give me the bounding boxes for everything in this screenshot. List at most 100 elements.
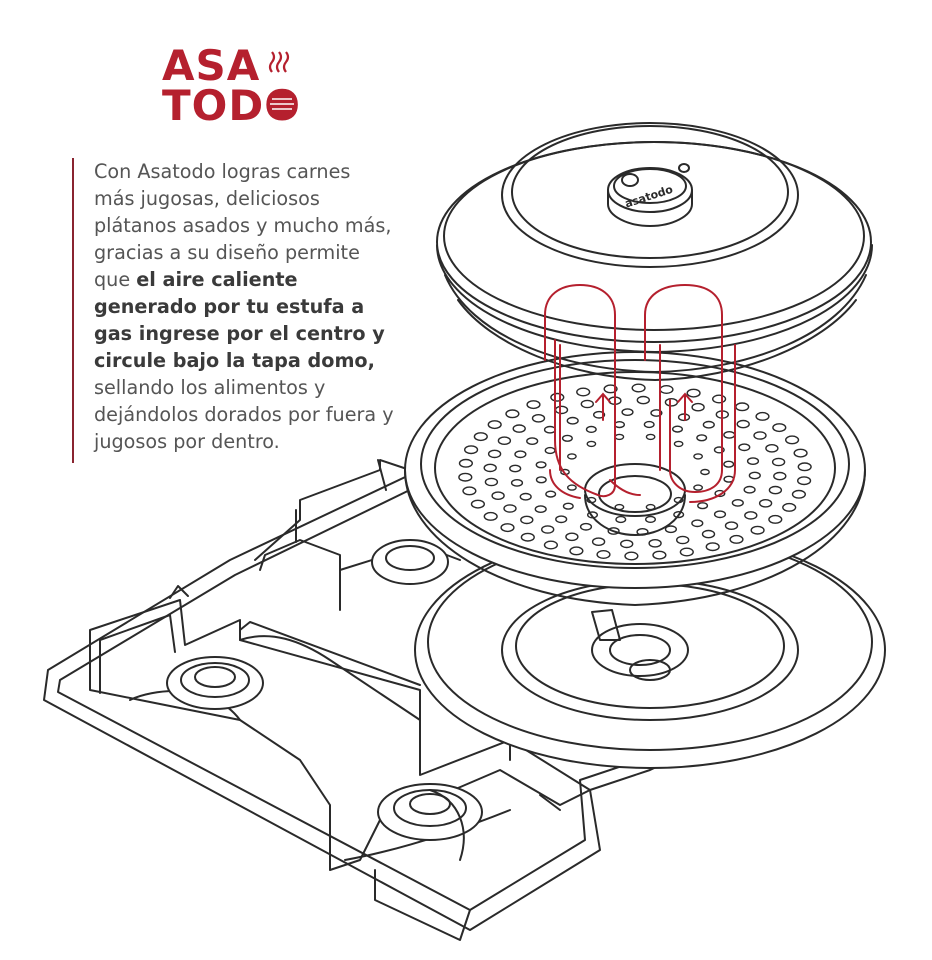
perforation-hole	[691, 519, 704, 528]
perforation-hole	[713, 510, 727, 519]
perforation-hole	[484, 477, 499, 487]
perforation-hole	[567, 453, 577, 460]
perforation-hole	[458, 458, 474, 468]
perforation-hole	[545, 490, 557, 498]
description-part2: sellando los alimentos y dejándolos dora…	[94, 376, 394, 453]
perforation-hole	[555, 515, 568, 524]
perforation-hole	[713, 446, 725, 454]
perforation-hole	[636, 528, 649, 536]
perforation-hole	[648, 539, 662, 548]
perforation-hole	[768, 514, 783, 524]
perforation-hole	[535, 476, 547, 484]
perforation-hole	[561, 434, 573, 442]
perforation-hole	[636, 395, 650, 405]
perforation-hole	[696, 434, 708, 442]
perforation-hole	[491, 491, 505, 501]
perforation-hole	[510, 478, 524, 487]
perforation-hole	[531, 413, 546, 423]
perforation-hole	[592, 410, 606, 419]
perforation-hole	[711, 394, 727, 404]
perforation-hole	[748, 471, 761, 480]
description-block: Con Asatodo logras carnes más jugosas, d…	[72, 158, 394, 463]
perforation-hole	[620, 539, 634, 549]
perforation-hole	[773, 471, 787, 481]
perforation-hole	[758, 498, 773, 508]
perforation-hole	[729, 534, 744, 544]
perforation-hole	[500, 523, 515, 533]
steam-icon	[268, 51, 290, 73]
airflow-arrows	[544, 283, 736, 503]
perforation-hole	[664, 525, 678, 534]
perforation-hole	[645, 433, 656, 441]
perforation-hole	[691, 402, 705, 412]
perforation-hole	[744, 511, 758, 520]
perforation-hole	[724, 521, 739, 531]
burner-front-right	[377, 783, 483, 861]
perforation-hole	[697, 502, 709, 510]
perforation-hole	[505, 409, 520, 419]
perforation-hole	[621, 408, 634, 416]
perforation-hole	[580, 399, 594, 409]
perforation-hole	[643, 420, 655, 429]
perforation-hole	[503, 504, 517, 513]
perforation-hole	[458, 472, 473, 482]
perforation-hole	[645, 515, 657, 524]
perforation-hole	[753, 431, 767, 440]
perforation-hole	[526, 437, 539, 445]
description-part1: Con Asatodo logras carnes más jugosas, d…	[94, 160, 392, 291]
perforation-hole	[672, 425, 684, 433]
perforation-hole	[567, 484, 577, 491]
perforation-hole	[784, 435, 800, 445]
perforation-hole	[487, 449, 502, 459]
brand-logo-svg: ASA TODO	[162, 41, 300, 130]
perforation-hole	[509, 464, 522, 473]
perforation-hole	[587, 511, 599, 519]
perforation-hole	[586, 440, 597, 448]
perforation-hole	[614, 503, 625, 511]
perforation-hole	[686, 388, 701, 398]
perforation-hole	[514, 450, 527, 459]
perforation-hole	[470, 499, 486, 509]
perforation-hole	[591, 537, 606, 547]
burner-rear-left	[371, 539, 449, 585]
perforation-hole	[607, 527, 620, 535]
burner-front-left	[166, 656, 264, 710]
perforation-hole	[603, 384, 618, 394]
perforation-holes	[458, 383, 812, 561]
perforation-hole	[679, 547, 694, 557]
perforation-hole	[550, 392, 565, 402]
perforation-hole	[693, 484, 703, 491]
perforation-hole	[483, 463, 497, 473]
perforation-hole	[462, 486, 477, 496]
perforation-hole	[624, 551, 639, 561]
perforation-hole	[487, 420, 502, 430]
dome-lid	[436, 122, 873, 381]
perforation-hole	[562, 502, 574, 510]
perforation-hole	[701, 529, 716, 539]
perforation-hole	[791, 489, 807, 499]
perforation-hole	[723, 460, 735, 468]
logo-line1: ASA	[162, 42, 260, 90]
perforation-hole	[714, 489, 726, 498]
perforation-hole	[782, 502, 797, 512]
perforation-hole	[673, 510, 685, 519]
perforation-hole	[705, 542, 720, 552]
perforation-hole	[645, 503, 656, 511]
perforation-hole	[652, 550, 667, 560]
perforation-hole	[676, 535, 690, 545]
perforation-hole	[569, 546, 584, 556]
perforation-hole	[520, 515, 534, 525]
stove-grate-front	[89, 585, 591, 941]
perforation-hole	[772, 423, 787, 433]
perforation-hole	[736, 419, 750, 429]
perforation-hole	[771, 457, 786, 467]
perforation-hole	[731, 498, 744, 507]
perforation-hole	[497, 436, 512, 446]
perforation-hole	[702, 420, 715, 429]
perforation-hole	[483, 511, 498, 521]
perforation-hole	[543, 540, 559, 550]
perforation-hole	[796, 476, 812, 486]
perforation-hole	[473, 432, 488, 442]
perforation-hole	[566, 416, 579, 425]
